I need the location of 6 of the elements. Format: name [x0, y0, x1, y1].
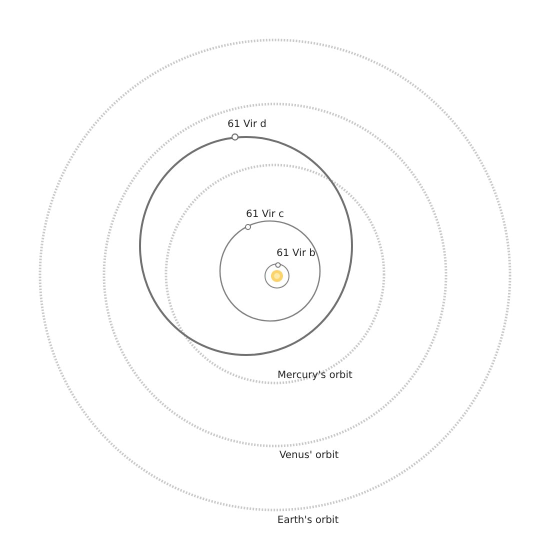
- orbit-label: Mercury's orbit: [278, 370, 352, 382]
- planet-label: 61 Vir c: [246, 209, 284, 221]
- planet-label: 61 Vir b: [276, 248, 316, 260]
- orbit-label: Venus' orbit: [279, 450, 339, 462]
- orbit-label: Earth's orbit: [277, 515, 339, 527]
- planet-label: 61 Vir d: [228, 119, 266, 131]
